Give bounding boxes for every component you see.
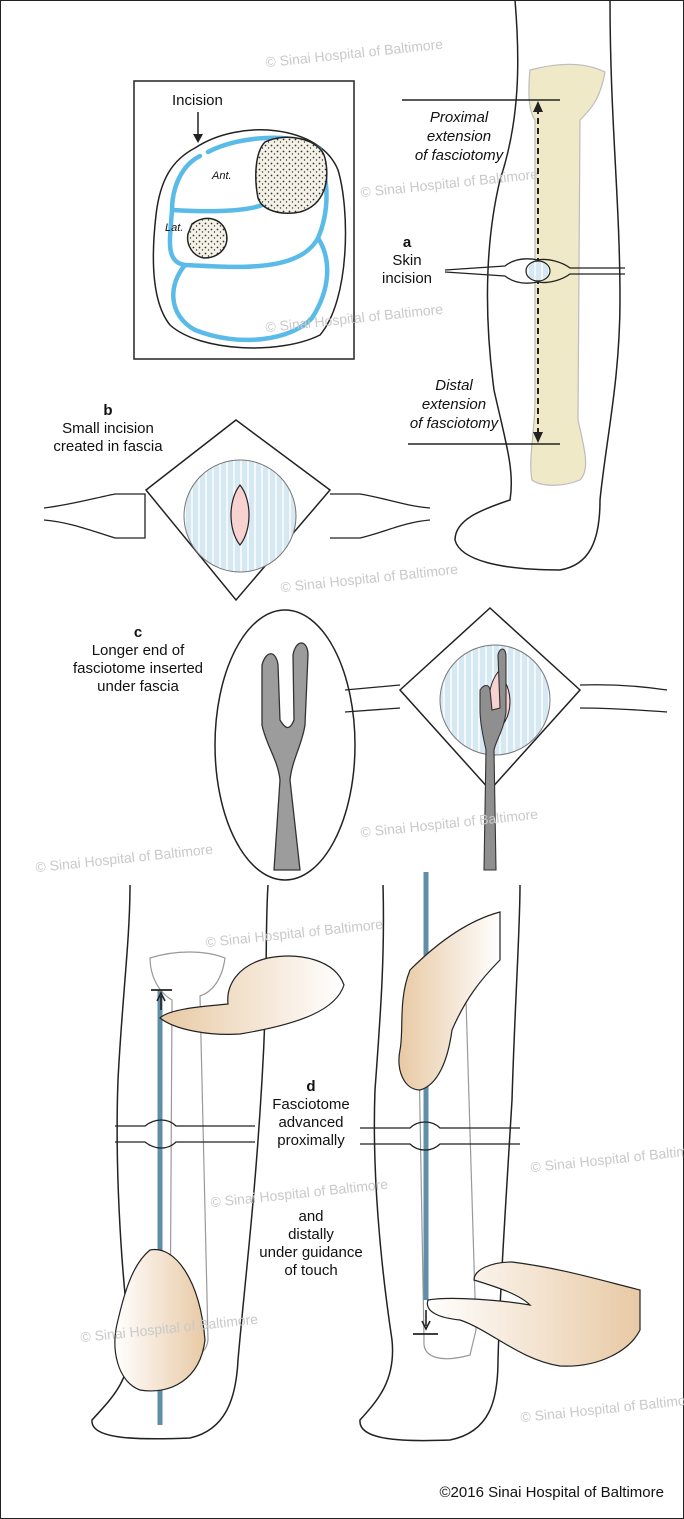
anterior-label: Ant.: [212, 170, 232, 182]
right-retractor: [330, 494, 430, 538]
left-leg-retractors: [115, 1120, 255, 1148]
distal-extension-label: Distal extension of fasciotomy: [394, 376, 514, 433]
panel-b-letter: b: [18, 402, 198, 420]
proximal-extension-label: Proximal extension of fasciotomy: [404, 108, 514, 165]
left-retractor: [44, 494, 145, 538]
copyright-notice: ©2016 Sinai Hospital of Baltimore: [439, 1484, 664, 1501]
right-leg-retractors: [360, 1122, 520, 1150]
panel-a-letter: a: [377, 234, 437, 252]
skin-incision-opening: [526, 261, 550, 281]
incision-label: Incision: [172, 92, 223, 110]
skin-incision-label: Skin incision: [377, 252, 437, 288]
tibia-section: [256, 137, 327, 213]
panel-c-letter: c: [48, 624, 228, 642]
left-hand-top: [160, 956, 344, 1034]
panel-a-caption: a Skin incision: [377, 234, 437, 288]
right-hand-bottom: [427, 1262, 640, 1366]
lateral-label: Lat.: [165, 222, 183, 234]
panel-c-fasciotome: [215, 608, 667, 880]
panel-c-caption: c Longer end of fasciotome inserted unde…: [48, 624, 228, 696]
panel-d-caption-distal: and distally under guidance of touch: [246, 1208, 376, 1280]
panel-b-caption: b Small incision created in fascia: [18, 402, 198, 456]
right-hand-top: [399, 912, 500, 1090]
right-retractor-c: [580, 685, 667, 712]
panel-d-caption: d Fasciotome advanced proximally: [246, 1078, 376, 1150]
fibula-section: [188, 218, 227, 258]
panel-d-letter: d: [246, 1078, 376, 1096]
